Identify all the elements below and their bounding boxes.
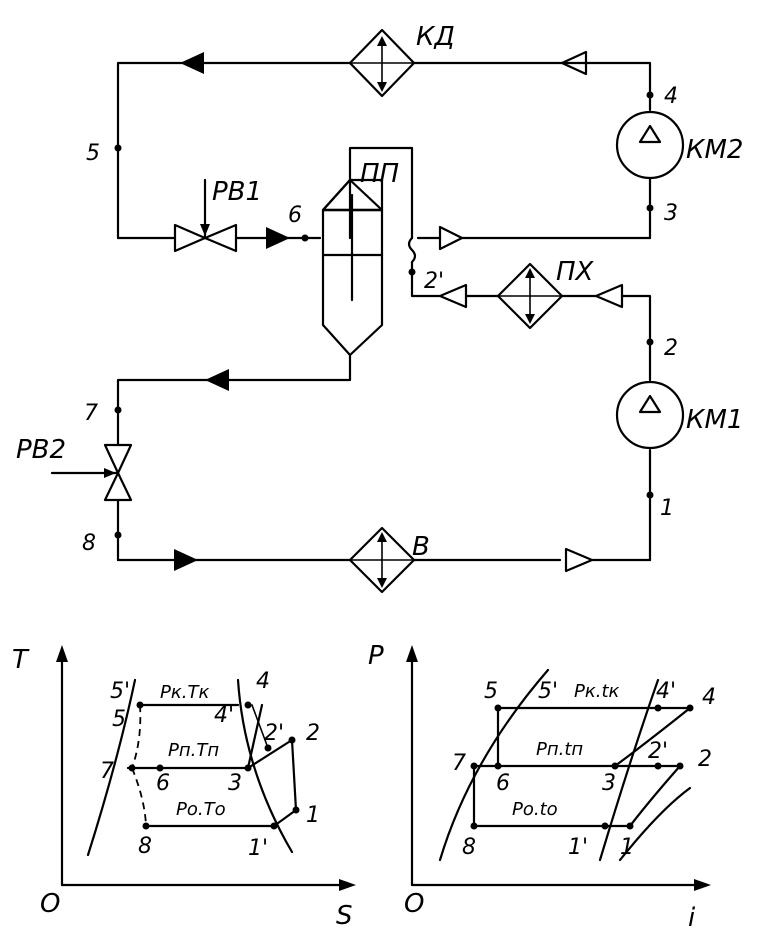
- pi-point-1p: 1': [568, 835, 588, 860]
- point-1-label: 1: [660, 496, 674, 521]
- condenser-label: КД: [416, 22, 455, 52]
- ts-isoline-mid: Pп.Tп: [168, 740, 219, 761]
- pi-point-8: 8: [462, 835, 476, 860]
- pi-point-1: 1: [620, 835, 634, 860]
- ts-diagram: [56, 645, 356, 891]
- ts-point-2p: 2': [264, 721, 284, 746]
- pi-origin-label: O: [404, 889, 424, 919]
- ts-isoline-high: Pк.Tк: [160, 682, 209, 703]
- ts-point-4p: 4': [214, 703, 234, 728]
- pi-isoline-mid: Pп.tп: [536, 739, 583, 760]
- ts-point-1: 1: [306, 803, 320, 828]
- point-3-label: 3: [664, 201, 678, 226]
- point-4-label: 4: [664, 84, 678, 109]
- pi-point-4: 4: [702, 685, 716, 710]
- pi-diagram: [406, 645, 711, 891]
- point-2-label: 2: [664, 336, 678, 361]
- pi-point-6: 6: [496, 771, 510, 796]
- scheme-pipelines: [116, 61, 652, 562]
- valve-rv2-label: РВ2: [16, 435, 66, 465]
- pi-point-7: 7: [452, 751, 466, 776]
- flow-arrows-hollow: [438, 50, 624, 573]
- pi-isoline-low: Pо.tо: [512, 799, 558, 820]
- condenser-exchanger: [348, 28, 416, 98]
- ts-point-5p: 5': [110, 679, 130, 704]
- pi-isoline-high: Pк.tк: [574, 681, 620, 702]
- pi-point-5: 5: [484, 679, 498, 704]
- pi-x-axis-label: i: [688, 903, 696, 933]
- compressor-km1-label: КМ1: [686, 405, 743, 435]
- pi-point-3: 3: [602, 771, 616, 796]
- point-6-label: 6: [288, 203, 302, 228]
- compressor-km2-label: КМ2: [686, 135, 743, 165]
- scheme-state-dots: [114, 91, 654, 539]
- point-8-label: 8: [82, 531, 96, 556]
- intercooler-exchanger: [496, 262, 564, 330]
- ts-point-5: 5: [112, 707, 126, 732]
- compressor-km2: [615, 110, 685, 180]
- point-5-label: 5: [86, 141, 100, 166]
- intermediate-vessel: [321, 178, 384, 357]
- ts-point-8: 8: [138, 834, 152, 859]
- ts-point-7: 7: [100, 759, 114, 784]
- valve-rv1: [173, 178, 238, 253]
- point-7-label: 7: [84, 401, 98, 426]
- evaporator-label: В: [412, 532, 430, 562]
- ts-origin-label: O: [40, 889, 60, 919]
- ts-point-1p: 1': [248, 836, 268, 861]
- ts-x-axis-label: S: [336, 901, 353, 931]
- pi-point-2p: 2': [648, 739, 668, 764]
- compressor-km1: [615, 380, 685, 450]
- intercooler-label: ПХ: [556, 257, 595, 287]
- ts-point-6: 6: [156, 771, 170, 796]
- ts-y-axis-label: T: [12, 645, 30, 675]
- ts-point-2: 2: [306, 721, 320, 746]
- ts-point-3: 3: [228, 771, 242, 796]
- ts-point-4: 4: [256, 669, 270, 694]
- valve-rv1-label: РВ1: [212, 177, 262, 207]
- valve-rv2: [50, 443, 133, 502]
- pi-y-axis-label: P: [368, 641, 384, 671]
- point-2p-label: 2': [424, 269, 444, 294]
- pi-point-5p: 5': [538, 679, 558, 704]
- ts-isoline-low: Pо.Tо: [176, 799, 226, 820]
- vessel-label: ПП: [360, 159, 399, 189]
- pi-point-2: 2: [698, 747, 712, 772]
- evaporator-exchanger: [348, 526, 416, 594]
- pi-point-4p: 4': [656, 679, 676, 704]
- flow-arrows-filled: [174, 52, 290, 571]
